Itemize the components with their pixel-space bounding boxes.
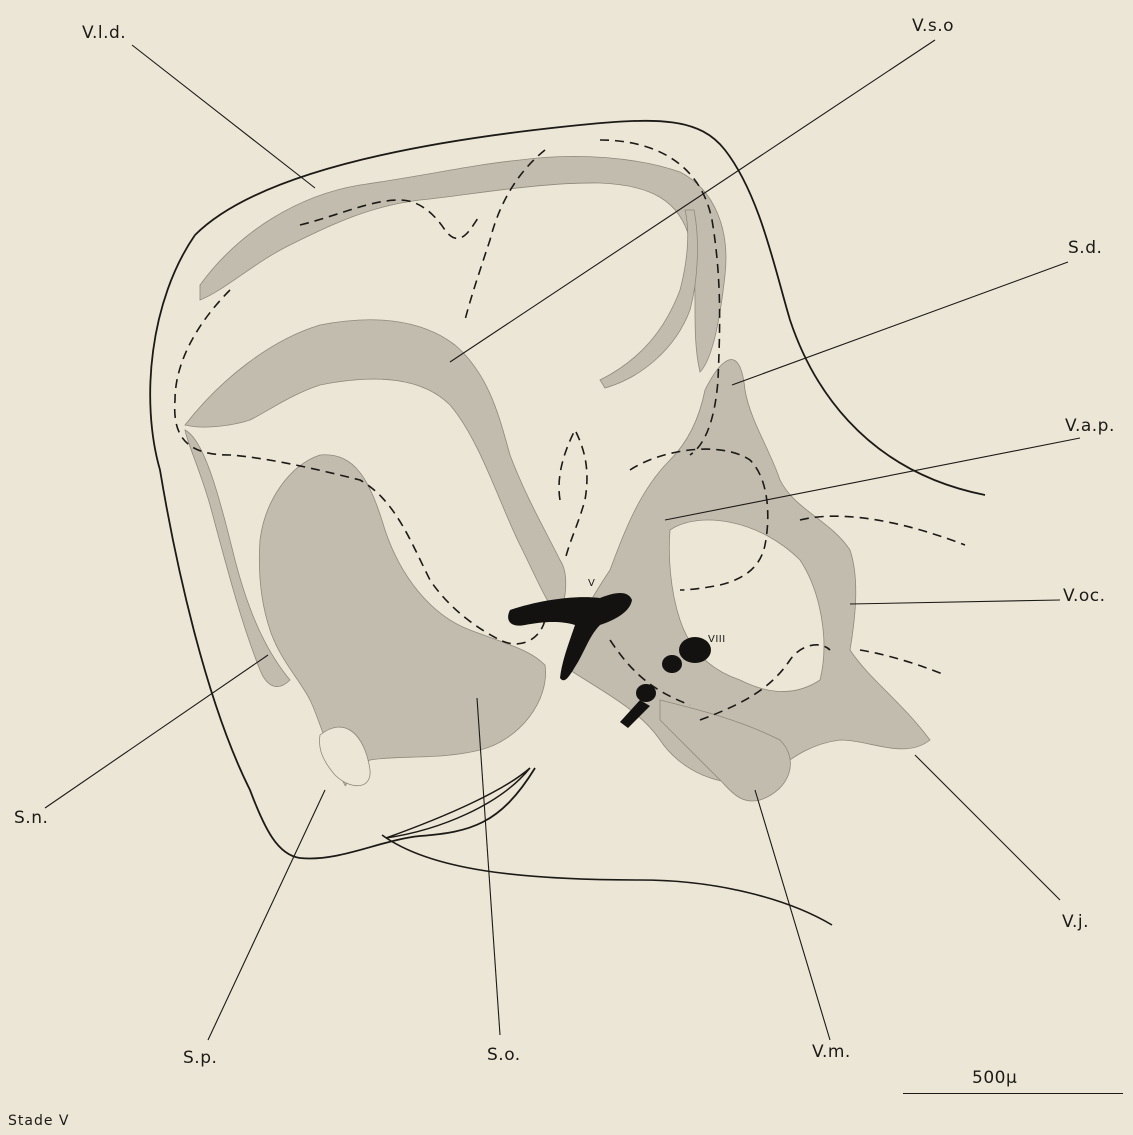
stippled-tissue <box>185 156 930 801</box>
label-nerve-viii: VIII <box>708 634 726 645</box>
stage-caption: Stade V <box>8 1113 69 1129</box>
label-s-p: S.p. <box>183 1048 217 1068</box>
label-nerve-v: V <box>588 578 595 589</box>
lower-contour <box>382 835 832 925</box>
scale-bar-line <box>903 1093 1123 1094</box>
label-v-s-o: V.s.o <box>912 16 954 36</box>
label-s-o: S.o. <box>487 1045 521 1065</box>
leader-lines <box>45 40 1080 1040</box>
label-v-j: V.j. <box>1062 912 1089 932</box>
scale-bar-label: 500μ <box>972 1068 1017 1088</box>
label-s-d: S.d. <box>1068 238 1102 258</box>
label-v-oc: V.oc. <box>1063 586 1106 606</box>
label-s-n: S.n. <box>14 808 48 828</box>
label-v-m: V.m. <box>812 1042 851 1062</box>
label-v-a-p: V.a.p. <box>1065 416 1115 436</box>
label-v-l-d: V.l.d. <box>82 23 126 43</box>
